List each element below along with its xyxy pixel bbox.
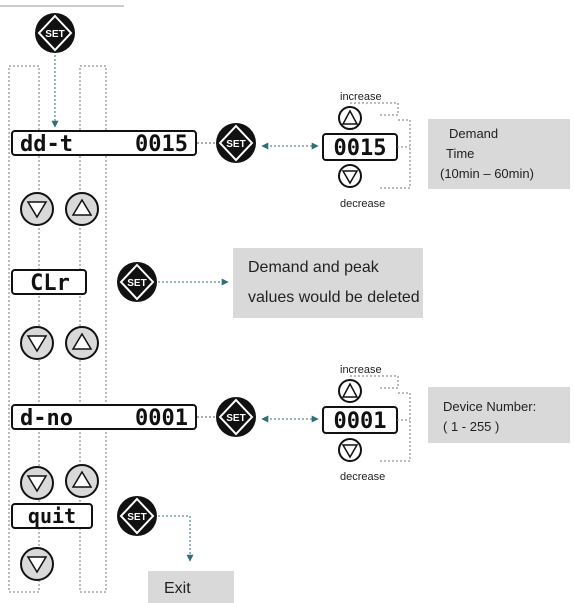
- up-button-row3[interactable]: [65, 464, 99, 498]
- lcd-clr-code: CLr: [30, 271, 70, 296]
- device-number-info-box: [428, 387, 570, 443]
- set-button-label: SET: [45, 29, 64, 40]
- down-button-dno-editor[interactable]: [338, 438, 362, 462]
- lcd-ddt-editor-value: 0015: [334, 136, 387, 161]
- clear-info-line2: values would be deleted: [248, 289, 420, 306]
- increase-bracket: [350, 375, 399, 389]
- up-button-row2[interactable]: [65, 326, 99, 360]
- set-button-top[interactable]: SET: [35, 13, 75, 53]
- up-triangle-icon: [71, 332, 93, 350]
- down-triangle-icon: [26, 475, 48, 493]
- device-number-info-line2: ( 1 - 255 ): [443, 419, 499, 434]
- demand-time-info-line1: Demand: [449, 126, 498, 141]
- set-button-label: SET: [226, 413, 245, 424]
- set-button-quit[interactable]: SET: [117, 496, 157, 536]
- clear-info-line1: Demand and peak: [248, 259, 380, 276]
- lcd-dd-t-value: 0015: [135, 132, 188, 157]
- increase-label-ddt: increase: [340, 91, 382, 103]
- down-button-row2[interactable]: [20, 326, 54, 360]
- set-button-label: SET: [127, 512, 146, 523]
- down-button-ddt-editor[interactable]: [338, 164, 362, 188]
- down-triangle-icon: [26, 201, 48, 219]
- demand-time-info-box: [428, 119, 570, 189]
- demand-time-info-line2: Time: [446, 146, 474, 161]
- set-button-ddt[interactable]: SET: [216, 123, 256, 163]
- up-button-ddt-editor[interactable]: [338, 106, 362, 130]
- lcd-quit-code: quit: [28, 504, 76, 528]
- increase-label-dno: increase: [340, 364, 382, 376]
- lcd-d-no-value: 0001: [135, 406, 188, 431]
- up-triangle-icon: [71, 198, 93, 216]
- decrease-bracket: [378, 119, 411, 189]
- down-triangle-icon: [341, 170, 359, 185]
- demand-time-info-line3: (10min – 60min): [440, 166, 534, 181]
- exit-box: [148, 571, 234, 603]
- exit-label: Exit: [164, 580, 191, 597]
- down-triangle-icon: [341, 444, 359, 459]
- set-button-clr[interactable]: SET: [117, 262, 157, 302]
- arrow-quit-exit: [158, 515, 194, 562]
- up-triangle-icon: [341, 382, 359, 398]
- up-button-row1[interactable]: [65, 192, 99, 226]
- lcd-dd-t: dd-t 0015: [11, 130, 197, 157]
- set-button-dno[interactable]: SET: [216, 397, 256, 437]
- down-triangle-icon: [26, 335, 48, 353]
- set-button-label: SET: [127, 278, 146, 289]
- clear-info-box: [233, 248, 423, 318]
- down-button-row1[interactable]: [20, 192, 54, 226]
- lcd-clr: CLr: [11, 269, 87, 296]
- lcd-d-no: d-no 0001: [11, 404, 197, 431]
- up-triangle-icon: [71, 470, 93, 488]
- lcd-dd-t-code: dd-t: [20, 132, 73, 157]
- decrease-bracket: [378, 392, 411, 462]
- increase-bracket: [350, 102, 399, 116]
- up-button-dno-editor[interactable]: [338, 379, 362, 403]
- down-triangle-icon: [26, 556, 48, 574]
- decrease-label-ddt: decrease: [340, 198, 385, 210]
- lcd-quit: quit: [11, 503, 93, 529]
- down-button-row4[interactable]: [20, 547, 54, 581]
- lcd-d-no-code: d-no: [20, 406, 73, 431]
- up-triangle-icon: [341, 109, 359, 125]
- set-button-label: SET: [226, 139, 245, 150]
- decrease-label-dno: decrease: [340, 471, 385, 483]
- lcd-dno-editor-value: 0001: [334, 409, 387, 434]
- device-number-info-line1: Device Number:: [443, 399, 536, 414]
- down-button-row3[interactable]: [20, 466, 54, 500]
